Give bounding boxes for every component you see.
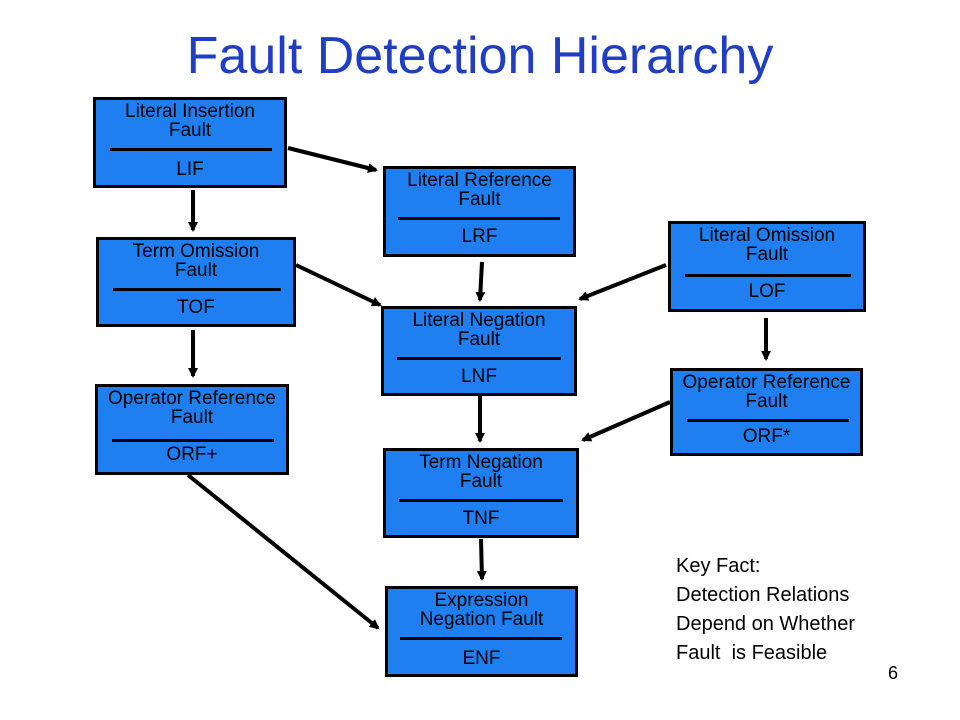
- node-term-negation-fault[interactable]: Term Negation Fault TNF: [383, 448, 579, 538]
- node-literal-reference-fault[interactable]: Literal Reference Fault LRF: [383, 166, 576, 257]
- node-abbreviation: ORF+: [166, 444, 218, 465]
- node-label: Term Negation Fault: [419, 452, 543, 492]
- key-fact-line: Detection Relations: [676, 584, 850, 606]
- edge-lrf-lnf: [475, 261, 486, 302]
- node-operator-reference-fault-plus[interactable]: Operator Reference Fault ORF+: [95, 384, 289, 475]
- key-fact-line: Fault is Feasible: [676, 642, 828, 664]
- node-label: Term Omission Fault: [132, 241, 260, 281]
- key-fact-line: Key Fact:: [676, 555, 761, 577]
- node-abbreviation: TNF: [462, 508, 500, 529]
- node-term-omission-fault[interactable]: Term Omission Fault TOF: [96, 237, 296, 327]
- node-abbreviation: LRF: [461, 226, 498, 247]
- page-title: Fault Detection Hierarchy: [186, 27, 774, 85]
- node-divider: [113, 288, 281, 291]
- node-divider: [400, 637, 562, 640]
- node-abbreviation: LOF: [748, 281, 786, 302]
- key-fact-line: Depend on Whether: [676, 613, 856, 635]
- node-literal-insertion-fault[interactable]: Literal Insertion Fault LIF: [93, 97, 287, 188]
- node-label: Literal Omission Fault: [698, 225, 836, 265]
- node-divider: [399, 499, 563, 502]
- key-fact-note: Key Fact: Detection Relations Depend on …: [676, 552, 855, 668]
- node-divider: [687, 419, 849, 422]
- node-label: Operator Reference Fault: [108, 388, 276, 428]
- node-abbreviation: ENF: [462, 648, 501, 669]
- edge-tof-lnf: [295, 263, 382, 307]
- node-abbreviation: ORF*: [742, 426, 791, 447]
- node-label: Literal Reference Fault: [407, 170, 552, 210]
- node-literal-negation-fault[interactable]: Literal Negation Fault LNF: [381, 306, 577, 396]
- edge-orf-plus-enf: [186, 473, 380, 630]
- node-label: Literal Negation Fault: [412, 310, 546, 350]
- edge-lif-lrf: [287, 146, 378, 173]
- edge-lof-lnf: [578, 263, 667, 301]
- edge-orf-star-tnf: [581, 400, 671, 442]
- edge-tnf-enf: [476, 538, 487, 581]
- page-number: 6: [888, 663, 899, 683]
- node-divider: [685, 274, 851, 277]
- node-divider: [110, 148, 272, 151]
- node-operator-reference-fault-star[interactable]: Operator Reference Fault ORF*: [670, 368, 863, 456]
- node-divider: [398, 217, 560, 220]
- node-abbreviation: LIF: [176, 159, 204, 180]
- node-label: Literal Insertion Fault: [125, 101, 255, 141]
- node-divider: [112, 439, 274, 442]
- node-label: Operator Reference Fault: [682, 372, 851, 412]
- node-literal-omission-fault[interactable]: Literal Omission Fault LOF: [668, 221, 866, 312]
- node-expression-negation-fault[interactable]: Expression Negation Fault ENF: [385, 586, 578, 677]
- node-abbreviation: LNF: [461, 366, 497, 387]
- node-divider: [397, 357, 561, 360]
- node-label: Expression Negation Fault: [419, 590, 544, 630]
- node-abbreviation: TOF: [177, 297, 215, 318]
